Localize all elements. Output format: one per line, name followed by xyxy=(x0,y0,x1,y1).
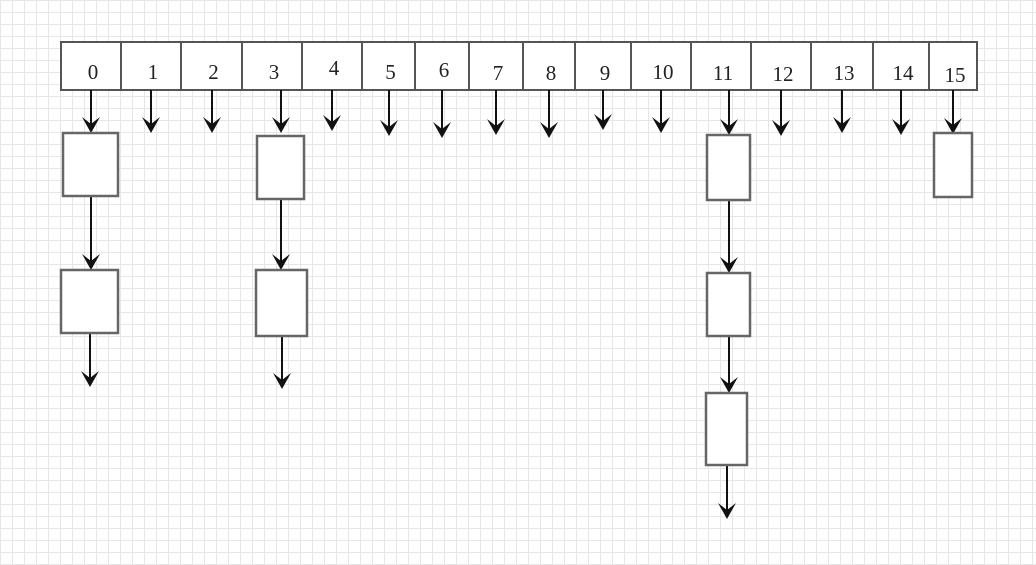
bucket-arrow-13 xyxy=(833,90,851,133)
arrowhead xyxy=(142,117,160,133)
bucket-arrow-12 xyxy=(772,90,790,136)
bucket-cell-3: 3 xyxy=(241,41,303,91)
bucket-cell-border xyxy=(690,41,752,91)
bucket-cell-border xyxy=(468,41,524,91)
bucket-arrow-3 xyxy=(272,90,290,133)
bucket-index-label: 7 xyxy=(493,61,504,85)
bucket-arrow-11 xyxy=(720,90,738,135)
bucket-index-label: 10 xyxy=(653,60,674,84)
bucket-cell-9: 9 xyxy=(574,41,632,91)
bucket-cell-0: 0 xyxy=(60,41,122,91)
arrowhead xyxy=(720,257,738,273)
bucket-cell-13: 13 xyxy=(810,41,874,91)
arrows xyxy=(81,90,962,519)
bucket-index-label: 12 xyxy=(773,62,794,86)
bucket-cell-8: 8 xyxy=(522,41,576,91)
chain-node-11-3 xyxy=(704,391,749,467)
chain-node-3-2 xyxy=(254,268,309,338)
chain-node-11-1 xyxy=(705,133,752,202)
arrowhead xyxy=(720,119,738,135)
bucket-cell-14: 14 xyxy=(872,41,930,91)
bucket-cell-border xyxy=(574,41,632,91)
bucket-arrow-0 xyxy=(82,90,100,133)
bucket-arrow-6 xyxy=(433,90,451,138)
bucket-cell-12: 12 xyxy=(750,41,812,91)
arrowhead xyxy=(833,117,851,133)
bucket-cell-6: 6 xyxy=(414,41,470,91)
bucket-arrow-4 xyxy=(323,90,341,131)
bucket-cell-11: 11 xyxy=(690,41,752,91)
arrowhead xyxy=(892,119,910,135)
arrowhead xyxy=(720,377,738,393)
bucket-arrow-1 xyxy=(142,90,160,133)
bucket-arrow-5 xyxy=(380,90,398,136)
bucket-index-label: 11 xyxy=(713,61,733,85)
arrowhead xyxy=(718,503,736,519)
bucket-cell-border xyxy=(60,41,122,91)
chain-nodes xyxy=(59,131,974,467)
arrowhead xyxy=(487,119,505,135)
bucket-index-label: 13 xyxy=(834,61,855,85)
chain-tail-arrow-11 xyxy=(718,465,736,519)
bucket-cell-1: 1 xyxy=(120,41,182,91)
arrowhead xyxy=(944,118,962,134)
arrowhead xyxy=(82,117,100,133)
bucket-index-label: 2 xyxy=(208,60,219,84)
chain-node-0-1 xyxy=(61,131,120,198)
chain-arrow-3-1 xyxy=(272,199,290,270)
bucket-arrow-8 xyxy=(540,90,558,138)
chain-arrow-11-1 xyxy=(720,200,738,273)
bucket-index-label: 3 xyxy=(269,60,280,84)
arrowhead xyxy=(380,120,398,136)
bucket-arrow-9 xyxy=(594,90,612,130)
bucket-index-label: 6 xyxy=(439,58,450,82)
chain-node-3-1 xyxy=(255,134,306,201)
bucket-cell-border xyxy=(361,41,416,91)
chain-tail-arrow-3 xyxy=(273,336,291,389)
arrowhead xyxy=(273,373,291,389)
arrowhead xyxy=(82,254,100,270)
bucket-arrow-10 xyxy=(652,90,670,133)
arrowhead xyxy=(594,114,612,130)
bucket-cell-10: 10 xyxy=(630,41,692,91)
bucket-index-label: 9 xyxy=(600,61,611,85)
bucket-index-label: 0 xyxy=(88,60,99,84)
chain-arrow-11-2 xyxy=(720,336,738,393)
arrowhead xyxy=(323,115,341,131)
arrowhead xyxy=(772,120,790,136)
bucket-cell-2: 2 xyxy=(180,41,243,91)
chain-node-11-2 xyxy=(705,271,752,338)
bucket-cell-border xyxy=(810,41,874,91)
bucket-index-label: 15 xyxy=(945,63,966,87)
arrowhead xyxy=(81,371,99,387)
bucket-cell-4: 4 xyxy=(301,41,363,91)
bucket-index-label: 14 xyxy=(893,61,915,85)
bucket-arrow-14 xyxy=(892,90,910,135)
bucket-cell-15: 15 xyxy=(928,41,978,91)
arrowhead xyxy=(272,254,290,270)
bucket-arrow-2 xyxy=(203,90,221,133)
chain-node-0-2 xyxy=(59,268,120,335)
arrowhead xyxy=(203,117,221,133)
bucket-cell-7: 7 xyxy=(468,41,524,91)
bucket-cell-5: 5 xyxy=(361,41,416,91)
arrowhead xyxy=(272,117,290,133)
bucket-index-label: 1 xyxy=(148,60,159,84)
chain-arrow-0-1 xyxy=(82,196,100,270)
bucket-index-label: 5 xyxy=(385,60,396,84)
arrowhead xyxy=(540,122,558,138)
chain-node-15-1 xyxy=(932,131,974,199)
bucket-arrow-15 xyxy=(944,90,962,134)
chain-tail-arrow-0 xyxy=(81,333,99,387)
arrowhead xyxy=(652,117,670,133)
bucket-index-label: 8 xyxy=(546,61,557,85)
bucket-index-label: 4 xyxy=(329,56,340,80)
bucket-arrow-7 xyxy=(487,90,505,135)
bucket-cell-border xyxy=(928,41,978,91)
arrowhead xyxy=(433,122,451,138)
